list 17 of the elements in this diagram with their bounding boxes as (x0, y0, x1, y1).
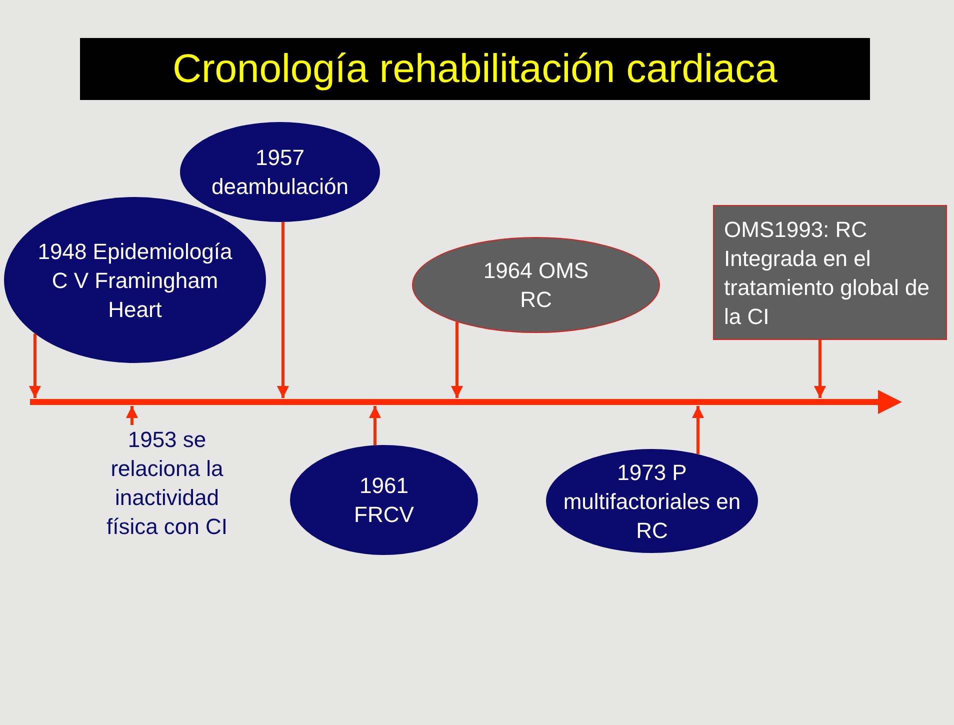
event-label: 1961 FRCV (353, 472, 415, 529)
event-label: 1973 P multifactoriales en RC (562, 458, 742, 544)
arrow (814, 340, 826, 398)
event-label: 1948 Epidemiología C V Framingham Heart (36, 238, 234, 324)
event-label: OMS1993: RC Integrada en el tratamiento global de la CI (724, 216, 930, 330)
arrow (126, 406, 138, 425)
arrow (277, 222, 289, 398)
event-text: 1953 se relaciona la inactividad física con CI (92, 425, 242, 541)
arrow (29, 334, 41, 398)
arrow (451, 322, 463, 398)
event-label: 1964 OMS RC (482, 257, 590, 314)
event-box (713, 205, 947, 340)
title-banner: Cronología rehabilitación cardiaca (80, 38, 870, 100)
arrow (369, 406, 381, 446)
timeline-arrow (30, 390, 902, 414)
event-label: 1957 deambulación (210, 144, 350, 201)
arrow (692, 406, 704, 454)
